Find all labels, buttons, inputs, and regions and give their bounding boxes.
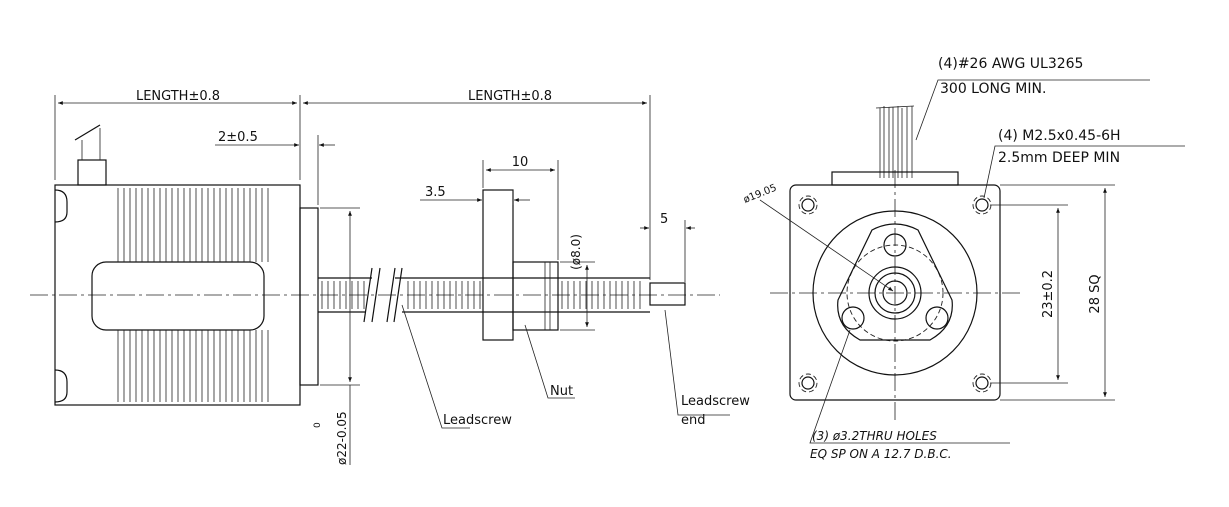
nut-diameter-label: (ø8.0) — [569, 234, 583, 270]
leadscrew — [318, 267, 650, 323]
motor-face-square — [789, 184, 1001, 401]
thread-note-line2: 2.5mm DEEP MIN — [998, 150, 1120, 166]
motor-body — [54, 124, 301, 406]
nut-length-label: 10 — [512, 155, 529, 170]
pilot-diameter-label: ø22-0.05 — [335, 411, 349, 465]
nut-flange-label: 3.5 — [425, 185, 446, 200]
circle-diameter-label: ø19.05 — [742, 183, 778, 206]
wire-note-line1: (4)#26 AWG UL3265 — [938, 56, 1083, 72]
leadscrew-callout: Leadscrew — [443, 413, 512, 428]
nut-callout: Nut — [550, 384, 573, 399]
screw-length-label: LENGTH±0.8 — [468, 89, 552, 104]
end-view: (4)#26 AWG UL3265 300 LONG MIN. (4) M2.5… — [742, 56, 1185, 461]
holes-note-line1: (3) ø3.2THRU HOLES — [812, 429, 937, 443]
leadscrew-end-callout-line2: end — [681, 413, 706, 428]
screw-end-label: 5 — [660, 212, 668, 227]
flange-thickness-label: 2±0.5 — [218, 130, 258, 145]
lead-wires — [875, 105, 915, 178]
pilot-tolerance-upper: 0 — [313, 422, 323, 428]
leadscrew-end — [649, 282, 686, 306]
bolt-circle — [846, 244, 944, 342]
thru-holes — [841, 233, 949, 330]
nut-flange-triangle — [837, 223, 953, 341]
wire-note-line2: 300 LONG MIN. — [940, 81, 1046, 97]
thread-note-line1: (4) M2.5x0.45-6H — [998, 128, 1121, 144]
hole-spacing-label: 23±0.2 — [1041, 270, 1056, 318]
pilot-circle — [812, 210, 978, 376]
body-length-label: LENGTH±0.8 — [136, 89, 220, 104]
holes-note-line2: EQ SP ON A 12.7 D.B.C. — [810, 447, 952, 461]
nut — [482, 189, 559, 341]
shaft-hub — [868, 266, 922, 320]
leadscrew-end-callout-line1: Leadscrew — [681, 394, 750, 409]
mounting-flange — [299, 207, 319, 386]
square-size-label: 28 SQ — [1088, 274, 1103, 313]
side-view: LENGTH±0.8 LENGTH±0.8 2±0.5 10 3.5 (ø8.0… — [30, 89, 750, 465]
